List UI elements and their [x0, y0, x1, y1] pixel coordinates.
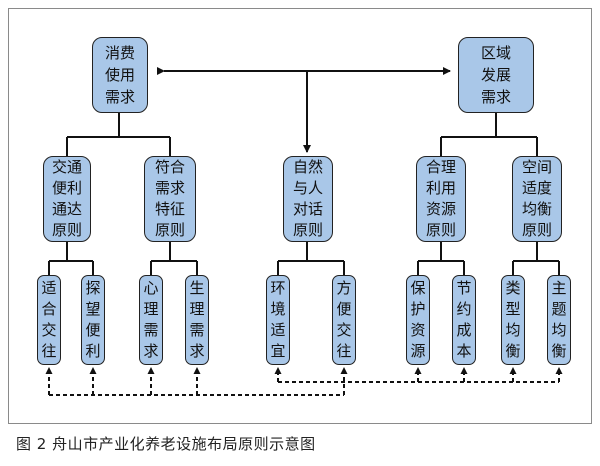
node-principle-nature: 自然 与人 对话 原则 [283, 156, 333, 242]
leaf-suitable-access: 适 合 交 往 [37, 275, 61, 365]
dashed-links-left [45, 367, 348, 396]
node-principle-resources: 合理 利用 资源 原则 [416, 156, 466, 242]
node-principle-transport: 交通 便利 通达 原则 [43, 156, 91, 242]
node-principle-space: 空间 适度 均衡 原则 [512, 156, 562, 242]
leaf-type-balance: 类 型 均 衡 [501, 275, 525, 365]
leaf-psychological-needs: 心 理 需 求 [139, 275, 163, 365]
node-regional-development: 区域 发展 需求 [458, 37, 534, 113]
leaf-convenient-access: 方 便 交 往 [332, 275, 356, 365]
tree-principle-leaves [48, 241, 560, 275]
tree-right-upper [440, 113, 538, 156]
leaf-protect-resources: 保 护 资 源 [406, 275, 430, 365]
leaf-physiological-needs: 生 理 需 求 [185, 275, 209, 365]
leaf-save-cost: 节 约 成 本 [452, 275, 476, 365]
dashed-links-right [274, 367, 563, 383]
leaf-visit-convenient: 探 望 便 利 [81, 275, 105, 365]
figure-caption: 图 2 舟山市产业化养老设施布局原则示意图 [16, 435, 316, 453]
leaf-theme-balance: 主 题 均 衡 [547, 275, 571, 365]
tree-left-upper [66, 113, 171, 156]
node-consumption-demand: 消费 使用 需求 [92, 37, 148, 113]
connector-layer [45, 67, 563, 396]
figure-frame: 消费 使用 需求 区域 发展 需求 交通 便利 通达 原则 符合 需求 特征 原… [8, 8, 592, 424]
leaf-suitable-environment: 环 境 适 宜 [266, 275, 290, 365]
node-principle-needs-fit: 符合 需求 特征 原则 [144, 156, 196, 242]
